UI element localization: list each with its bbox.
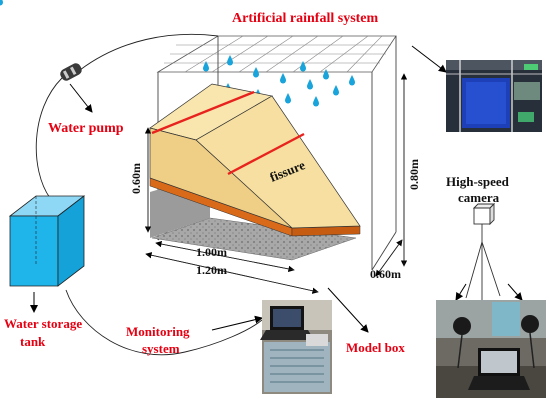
model-box-arrow [327,287,369,333]
water-pump-icon [60,63,82,81]
dim-slope-length: 1.00m [196,245,227,259]
rainfall-grid [156,35,397,73]
label-monitoring-2: system [142,341,180,356]
water-pipe [35,33,263,356]
pump-arrow [69,83,93,113]
fissure-line-top [151,90,255,135]
label-camera-1: High-speed [446,174,510,189]
rainfall-arrow [411,45,447,73]
label-water-tank-2: tank [20,334,46,349]
rainfall-photo [446,60,542,132]
label-model-box: Model box [346,340,405,355]
dim-slope-height: 0.60m [129,163,143,194]
label-water-tank-1: Water storage [4,316,82,331]
dim-box-height: 0.80m [407,159,421,190]
camera-tripod-icon [465,202,501,300]
label-rainfall-system: Artificial rainfall system [232,11,379,26]
camera-arrow-right [507,283,523,301]
slope-model [149,83,361,261]
monitoring-arrow [211,315,263,331]
water-tank-icon [8,195,86,287]
rain-droplets [0,0,355,107]
dim-box-length: 1.20m [196,263,227,277]
dim-box-width: 0.60m [370,267,401,281]
label-water-pump: Water pump [48,121,124,136]
fissure-line-slope [227,132,305,176]
camera-arrow-left [455,283,467,301]
monitoring-photo [260,300,332,394]
label-camera-2: camera [458,190,500,205]
label-monitoring-1: Monitoring [126,324,190,339]
camera-photo [436,300,546,398]
dimension-lines [144,73,408,294]
